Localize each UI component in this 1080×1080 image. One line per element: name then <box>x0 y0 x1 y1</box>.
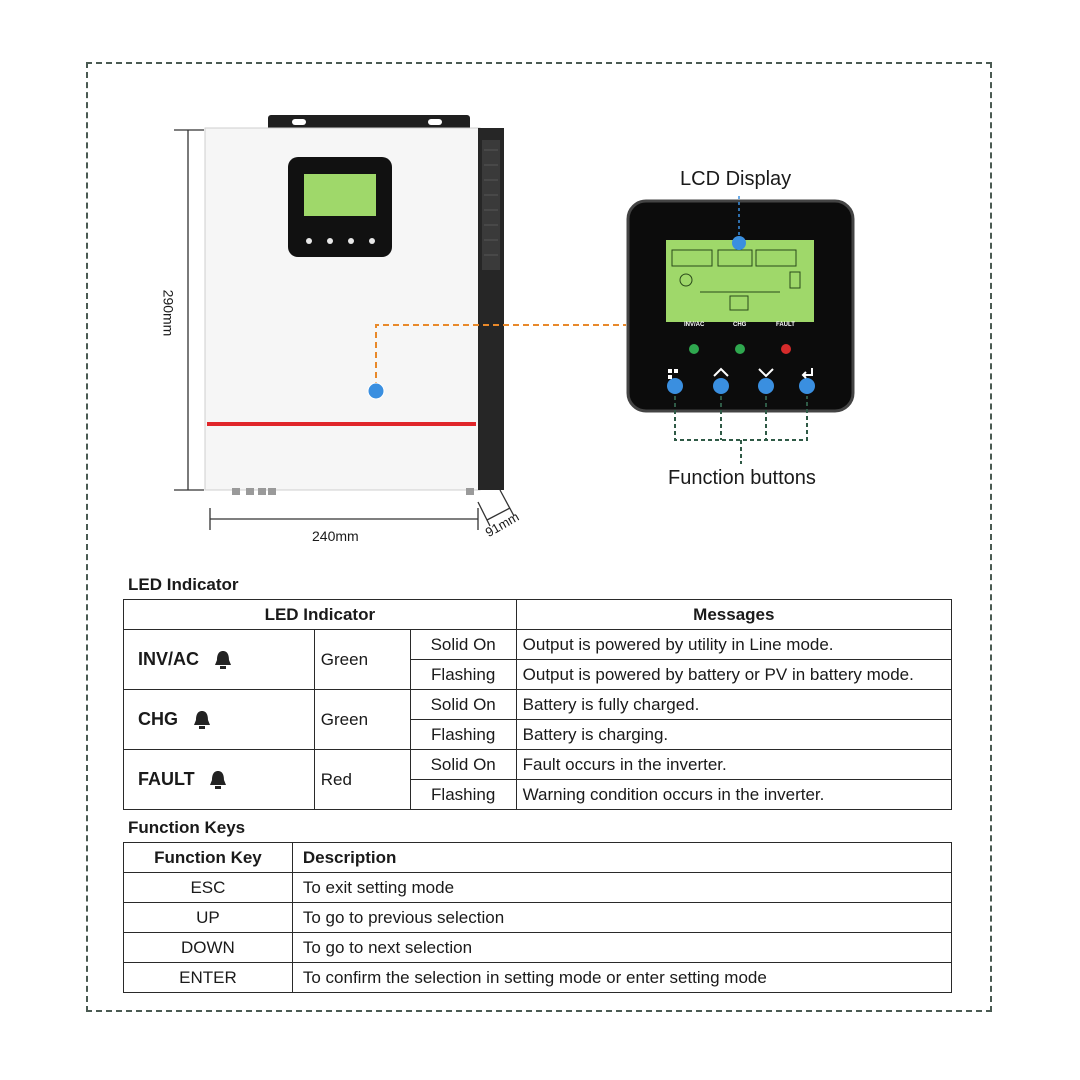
led-header-left: LED Indicator <box>123 599 517 630</box>
function-key: DOWN <box>123 932 293 963</box>
led-name: INV/AC <box>138 648 200 669</box>
led-state: Solid On <box>409 749 517 780</box>
function-description: To go to previous selection <box>291 902 953 933</box>
led-message: Battery is charging. <box>515 719 953 750</box>
panel-label-chg: CHG <box>733 322 747 328</box>
led-color: Red <box>313 749 411 810</box>
panel-label-fault: FAULT <box>776 322 795 328</box>
led-header-right: Messages <box>515 599 953 630</box>
function-description: To confirm the selection in setting mode… <box>291 962 953 993</box>
led-name: FAULT <box>138 768 195 789</box>
function-key: UP <box>123 902 293 933</box>
function-button-up[interactable] <box>713 378 729 394</box>
table-row: UP To go to previous selection <box>123 902 953 933</box>
fault-led <box>781 344 791 354</box>
callout-dot <box>367 382 385 400</box>
bottom-connectors <box>232 488 474 495</box>
function-description: To exit setting mode <box>291 872 953 903</box>
height-dimension-line <box>174 129 204 491</box>
led-name-cell: FAULT <box>123 749 315 810</box>
table-row: CHG Green Solid On Battery is fully char… <box>123 689 953 750</box>
bell-icon <box>210 771 227 790</box>
function-keys-table: Function Key Description ESC To exit set… <box>123 842 953 993</box>
width-dimension-line <box>209 508 479 530</box>
bell-icon <box>193 711 210 730</box>
led-message: Battery is fully charged. <box>515 689 953 720</box>
chg-led <box>735 344 745 354</box>
table-row: DOWN To go to next selection <box>123 932 953 963</box>
function-key: ENTER <box>123 962 293 993</box>
led-name: CHG <box>138 708 178 729</box>
led-color: Green <box>313 629 411 690</box>
led-message: Fault occurs in the inverter. <box>515 749 953 780</box>
keys-section-title: Function Keys <box>128 818 246 837</box>
lcd-callout-dot <box>732 236 746 250</box>
led-state: Solid On <box>409 629 517 660</box>
led-indicator-table: LED Indicator Messages INV/AC Green Soli… <box>123 599 953 810</box>
led-name-cell: INV/AC <box>123 629 315 690</box>
inv-ac-led <box>689 344 699 354</box>
table-row: Flashing Battery is charging. <box>124 719 953 750</box>
table-row: ESC To exit setting mode <box>123 872 953 903</box>
height-dimension-label: 290mm <box>160 289 177 337</box>
led-state: Flashing <box>409 719 517 750</box>
lcd-display-label: LCD Display <box>680 168 792 190</box>
function-button-down[interactable] <box>758 378 774 394</box>
panel-label-inv-ac: INV/AC <box>684 322 705 328</box>
table-row: FAULT Red Solid On Fault occurs in the i… <box>123 749 953 810</box>
table-row: INV/AC Green Solid On Output is powered … <box>123 629 953 690</box>
table-row: Flashing Warning condition occurs in the… <box>124 779 953 810</box>
leader-line <box>375 324 626 388</box>
function-description: To go to next selection <box>291 932 953 963</box>
led-color: Green <box>313 689 411 750</box>
table-row: Flashing Output is powered by battery or… <box>124 659 953 690</box>
lcd-screen <box>666 240 814 322</box>
keys-header-key: Function Key <box>123 842 293 873</box>
width-dimension-label: 240mm <box>312 528 359 544</box>
function-key: ESC <box>123 872 293 903</box>
dashed-frame <box>86 62 992 1012</box>
mounting-bracket <box>268 115 470 131</box>
keys-header-desc: Description <box>291 842 953 873</box>
bell-icon <box>214 651 231 670</box>
led-state: Flashing <box>409 659 517 690</box>
button-leader-lines <box>674 396 808 464</box>
function-button-esc[interactable] <box>667 378 683 394</box>
function-button-enter[interactable] <box>799 378 815 394</box>
led-name-cell: CHG <box>123 689 315 750</box>
led-state: Flashing <box>409 779 517 810</box>
led-section-title: LED Indicator <box>128 575 239 594</box>
depth-dimension-line <box>477 489 515 527</box>
led-message: Warning condition occurs in the inverter… <box>515 779 953 810</box>
table-row: ENTER To confirm the selection in settin… <box>123 962 953 993</box>
led-message: Output is powered by battery or PV in ba… <box>515 659 953 690</box>
function-buttons-label: Function buttons <box>668 467 816 489</box>
inverter-diagram <box>174 115 855 530</box>
led-state: Solid On <box>409 689 517 720</box>
led-message: Output is powered by utility in Line mod… <box>515 629 953 660</box>
